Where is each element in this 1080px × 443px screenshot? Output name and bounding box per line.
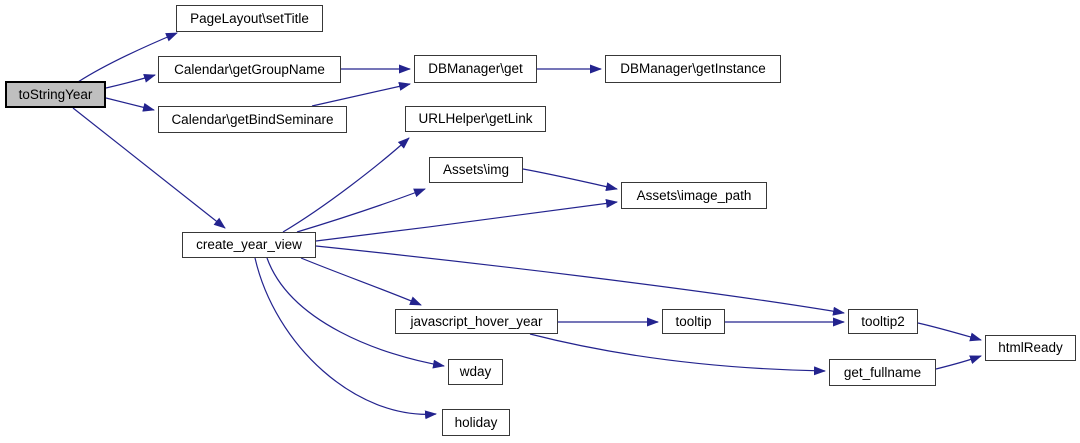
node-javascript-hover-year[interactable]: javascript_hover_year [395, 309, 558, 334]
edge-javascript-hover-year-to-get-fullname [529, 333, 826, 376]
edge-create-year-view-to-wday [266, 257, 445, 369]
edge-toStringYear-to-create-year-view [72, 107, 226, 229]
node-DBManager-get[interactable]: DBManager\get [414, 55, 537, 83]
node-tooltip[interactable]: tooltip [662, 309, 725, 334]
edge-toStringYear-to-Calendar-getBindSeminare [105, 97, 155, 112]
edge-create-year-view-to-Assets-img [296, 188, 426, 233]
node-Calendar-getBindSeminare[interactable]: Calendar\getBindSeminare [158, 106, 347, 133]
node-get-fullname[interactable]: get_fullname [829, 359, 936, 386]
node-holiday[interactable]: holiday [442, 409, 510, 436]
edge-tooltip2-to-htmlReady [917, 322, 982, 342]
edge-get-fullname-to-htmlReady [935, 355, 982, 370]
node-Assets-img[interactable]: Assets\img [429, 157, 523, 183]
edge-create-year-view-to-Assets-image-path [315, 199, 618, 242]
node-DBManager-getInstance[interactable]: DBManager\getInstance [605, 55, 781, 83]
node-htmlReady[interactable]: htmlReady [985, 335, 1076, 361]
node-URLHelper-getLink[interactable]: URLHelper\getLink [405, 106, 546, 132]
edge-Calendar-getBindSeminare-to-DBManager-get [311, 82, 411, 107]
edge-create-year-view-to-tooltip2 [315, 245, 845, 316]
node-toStringYear: toStringYear [5, 81, 106, 108]
edge-toStringYear-to-PageLayout-setTitle [77, 32, 178, 83]
node-create-year-view[interactable]: create_year_view [182, 232, 316, 258]
node-tooltip2[interactable]: tooltip2 [848, 309, 918, 334]
edge-Assets-img-to-Assets-image-path [522, 168, 618, 192]
edge-create-year-view-to-javascript-hover-year [300, 257, 422, 306]
node-Assets-image-path[interactable]: Assets\image_path [621, 182, 767, 209]
node-PageLayout-setTitle[interactable]: PageLayout\setTitle [176, 5, 323, 32]
edge-create-year-view-to-URLHelper-getLink [282, 137, 410, 233]
edge-create-year-view-to-holiday [254, 257, 437, 420]
node-Calendar-getGroupName[interactable]: Calendar\getGroupName [158, 56, 341, 83]
edge-toStringYear-to-Calendar-getGroupName [105, 73, 156, 89]
node-wday[interactable]: wday [448, 359, 503, 385]
